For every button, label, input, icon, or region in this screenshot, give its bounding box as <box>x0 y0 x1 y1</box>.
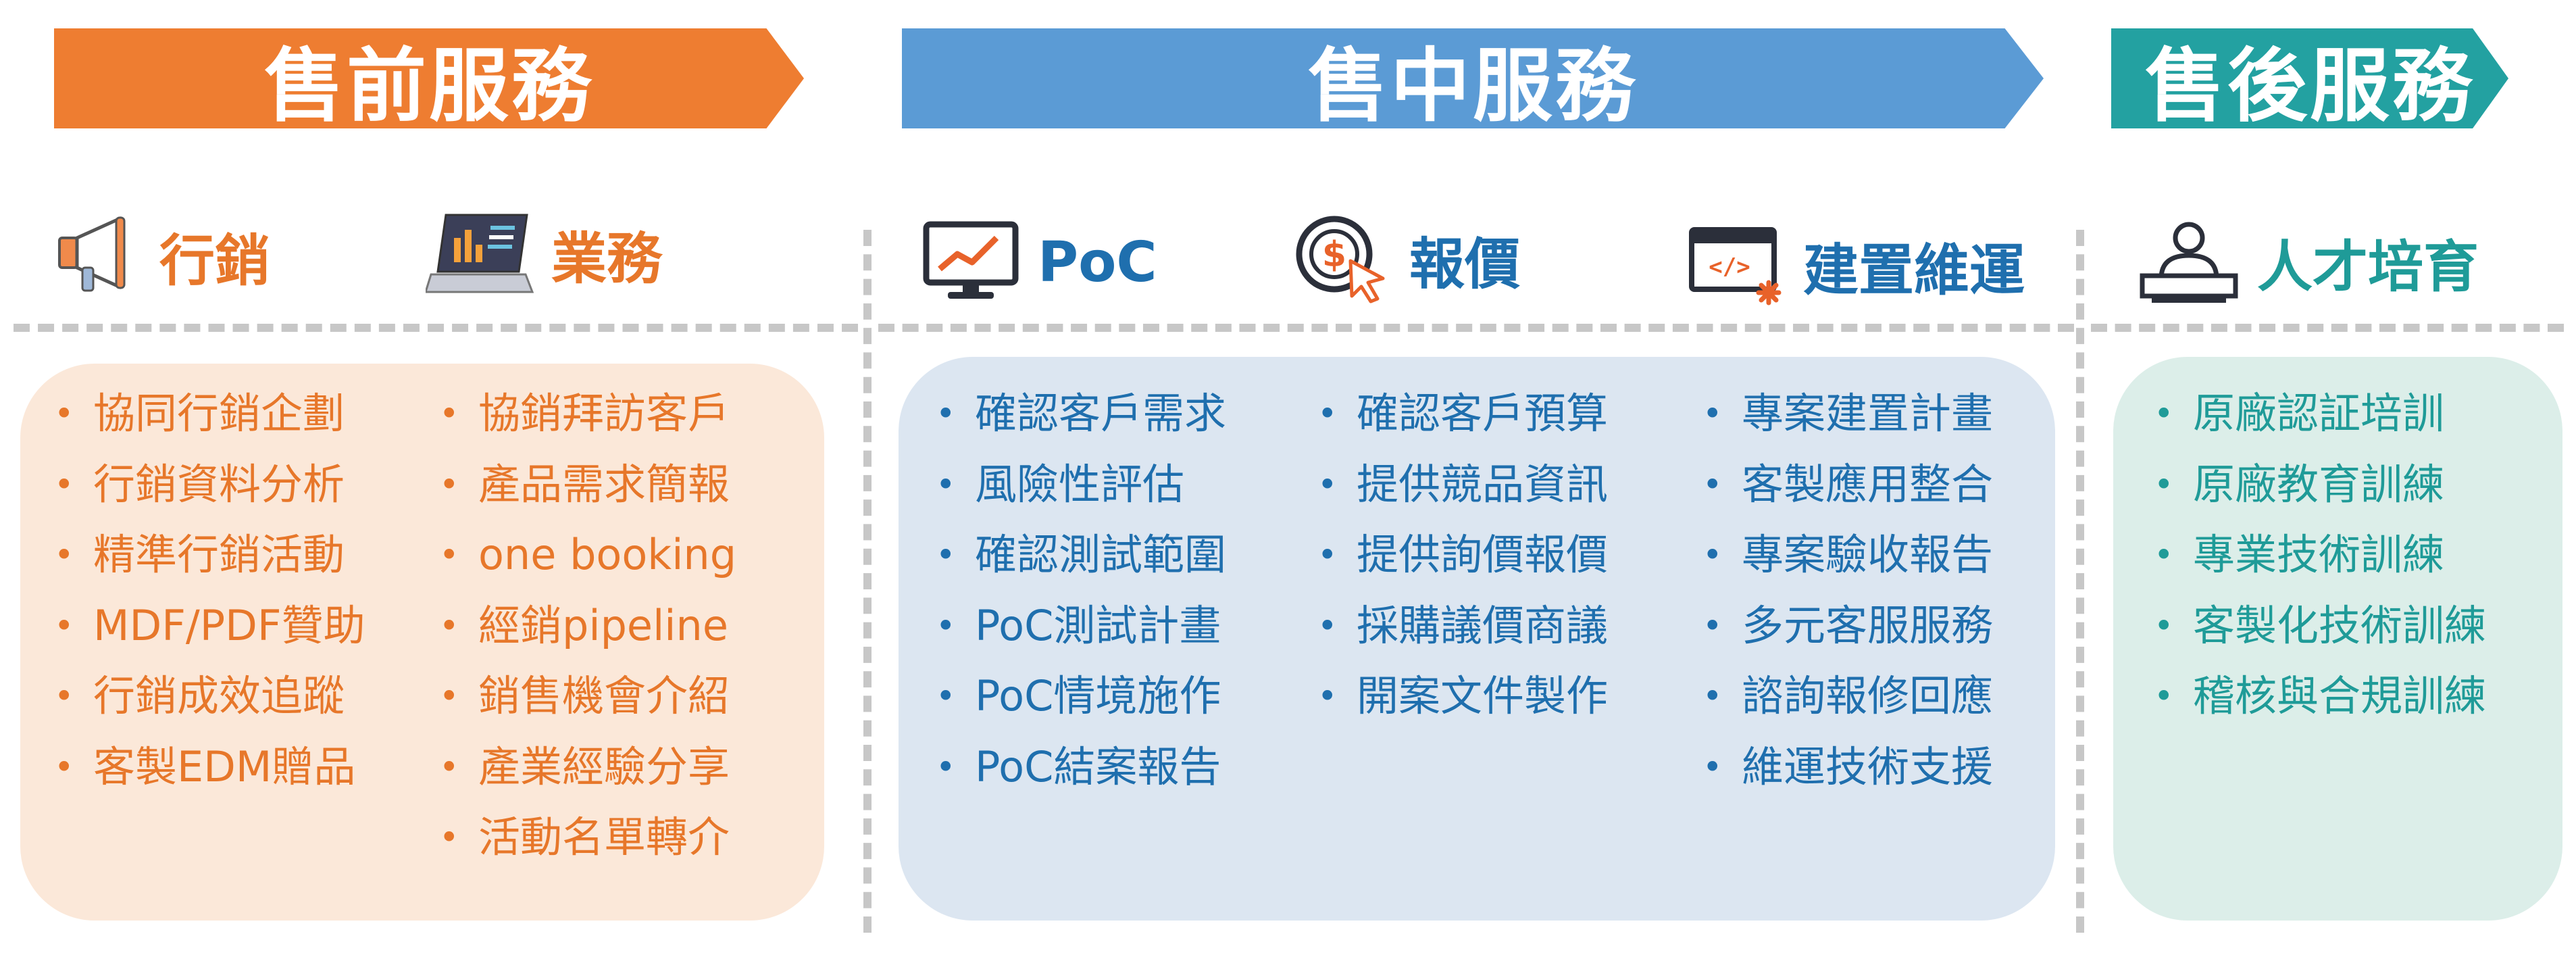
list-item: 稽核與合規訓練 <box>2154 661 2486 732</box>
list-item: 經銷pipeline <box>439 591 736 662</box>
post-sales-arrow: 售後服務 <box>2111 28 2508 128</box>
category-sales-label: 業務 <box>551 226 663 291</box>
marketing-list: 協同行銷企劃 行銷資料分析 精準行銷活動 MDF/PDF贊助 行銷成效追蹤 客製… <box>54 378 365 802</box>
category-talent: 人才培育 <box>2138 218 2479 305</box>
divider-horizontal-post <box>2091 324 2564 332</box>
code-window-icon: </> <box>1689 227 1782 305</box>
talent-list: 原廠認証培訓 原廠教育訓練 專業技術訓練 客製化技術訓練 稽核與合規訓練 <box>2154 378 2486 732</box>
list-item: one booking <box>439 520 736 591</box>
list-item: 活動名單轉介 <box>439 802 736 873</box>
list-item: 專案驗收報告 <box>1702 520 1993 591</box>
list-item: 採購議價商議 <box>1317 591 1608 662</box>
list-item: 客製EDM贈品 <box>54 732 365 803</box>
list-item: 專案建置計畫 <box>1702 378 1993 449</box>
list-item: 確認客戶預算 <box>1317 378 1608 449</box>
list-item: 精準行銷活動 <box>54 520 365 591</box>
list-item: 風險性評估 <box>936 449 1226 520</box>
list-item: 客製應用整合 <box>1702 449 1993 520</box>
sales-list: 協銷拜訪客戶 產品需求簡報 one booking 經銷pipeline 銷售機… <box>439 378 736 873</box>
list-item: 銷售機會介紹 <box>439 661 736 732</box>
list-item: 原廠認証培訓 <box>2154 378 2486 449</box>
category-quote: $ 報價 <box>1294 214 1520 305</box>
svg-text:$: $ <box>1322 235 1346 275</box>
list-item: PoC測試計畫 <box>936 591 1226 662</box>
category-marketing: 行銷 <box>54 215 270 296</box>
category-poc-label: PoC <box>1038 230 1157 295</box>
list-item: PoC結案報告 <box>936 732 1226 803</box>
category-build-label: 建置維運 <box>1803 239 2025 303</box>
pre-sales-title: 售前服務 <box>263 39 594 132</box>
presenter-icon <box>2140 222 2238 303</box>
poc-list: 確認客戶需求 風險性評估 確認測試範圍 PoC測試計畫 PoC情境施作 PoC結… <box>936 378 1226 802</box>
category-marketing-label: 行銷 <box>159 228 271 293</box>
mid-sales-title: 售中服務 <box>1307 39 1638 132</box>
list-item: 開案文件製作 <box>1317 661 1608 732</box>
list-item: MDF/PDF贊助 <box>54 591 365 662</box>
list-item: 提供競品資訊 <box>1317 449 1608 520</box>
list-item: 專業技術訓練 <box>2154 520 2486 591</box>
laptop-chart-icon <box>426 214 534 293</box>
list-item: 諮詢報修回應 <box>1702 661 1993 732</box>
category-talent-label: 人才培育 <box>2257 235 2479 299</box>
quote-list: 確認客戶預算 提供競品資訊 提供詢價報價 採購議價商議 開案文件製作 <box>1317 378 1608 732</box>
megaphone-icon <box>58 216 126 292</box>
list-item: 原廠教育訓練 <box>2154 449 2486 520</box>
list-item: 行銷資料分析 <box>54 449 365 520</box>
dollar-cursor-icon: $ <box>1296 216 1385 303</box>
monitor-chart-icon <box>923 221 1019 299</box>
pre-sales-arrow: 售前服務 <box>54 28 804 128</box>
build-list: 專案建置計畫 客製應用整合 專案驗收報告 多元客服服務 諮詢報修回應 維運技術支… <box>1702 378 1993 802</box>
divider-vertical-2 <box>2076 230 2084 933</box>
list-item: 產品需求簡報 <box>439 449 736 520</box>
list-item: 確認測試範圍 <box>936 520 1226 591</box>
category-sales: 業務 <box>426 210 662 297</box>
list-item: 維運技術支援 <box>1702 732 1993 803</box>
list-item: 行銷成效追蹤 <box>54 661 365 732</box>
list-item: 協銷拜訪客戶 <box>439 378 736 449</box>
divider-horizontal-mid <box>878 324 2074 332</box>
list-item: 客製化技術訓練 <box>2154 591 2486 662</box>
list-item: 多元客服服務 <box>1702 591 1993 662</box>
list-item: 協同行銷企劃 <box>54 378 365 449</box>
list-item: PoC情境施作 <box>936 661 1226 732</box>
divider-vertical-1 <box>863 230 872 933</box>
list-item: 提供詢價報價 <box>1317 520 1608 591</box>
category-build: </> 建置維運 <box>1688 223 2025 308</box>
mid-sales-arrow: 售中服務 <box>902 28 2044 128</box>
list-item: 確認客戶需求 <box>936 378 1226 449</box>
list-item: 產業經驗分享 <box>439 732 736 803</box>
divider-horizontal-pre <box>14 324 858 332</box>
category-quote-label: 報價 <box>1409 232 1521 297</box>
svg-text:</>: </> <box>1709 253 1750 280</box>
post-sales-title: 售後服務 <box>2144 39 2475 132</box>
category-poc: PoC <box>922 220 1157 305</box>
